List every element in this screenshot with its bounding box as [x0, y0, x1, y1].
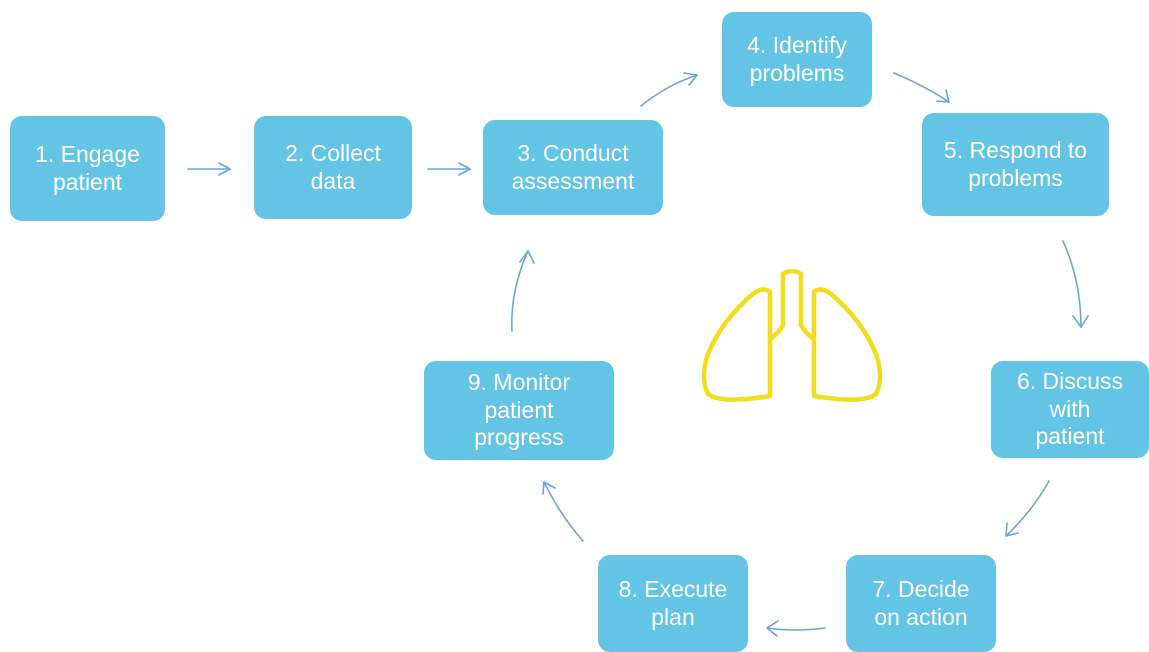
arrow-7-to-8	[766, 620, 826, 637]
lungs-icon	[701, 268, 883, 402]
step-execute-plan: 8. Execute plan	[598, 555, 748, 652]
arrow-9-to-3	[511, 250, 535, 332]
step-collect-data: 2. Collect data	[254, 116, 412, 219]
step-conduct-assessment: 3. Conduct assessment	[483, 120, 663, 215]
step-monitor-patient-progress: 9. Monitor patient progress	[424, 361, 614, 460]
step-identify-problems: 4. Identify problems	[722, 12, 872, 107]
step-discuss-with-patient: 6. Discuss with patient	[991, 361, 1149, 458]
arrow-1-to-2	[187, 162, 231, 176]
step-respond-to-problems: 5. Respond to problems	[922, 113, 1109, 216]
step-engage-patient: 1. Engage patient	[10, 116, 165, 221]
arrow-4-to-5	[893, 72, 950, 103]
arrow-8-to-9	[542, 481, 584, 542]
arrow-6-to-7	[1005, 480, 1050, 537]
arrow-2-to-3	[427, 162, 471, 176]
step-decide-on-action: 7. Decide on action	[846, 555, 996, 652]
arrow-5-to-6	[1062, 240, 1089, 328]
arrow-3-to-4	[640, 72, 698, 107]
